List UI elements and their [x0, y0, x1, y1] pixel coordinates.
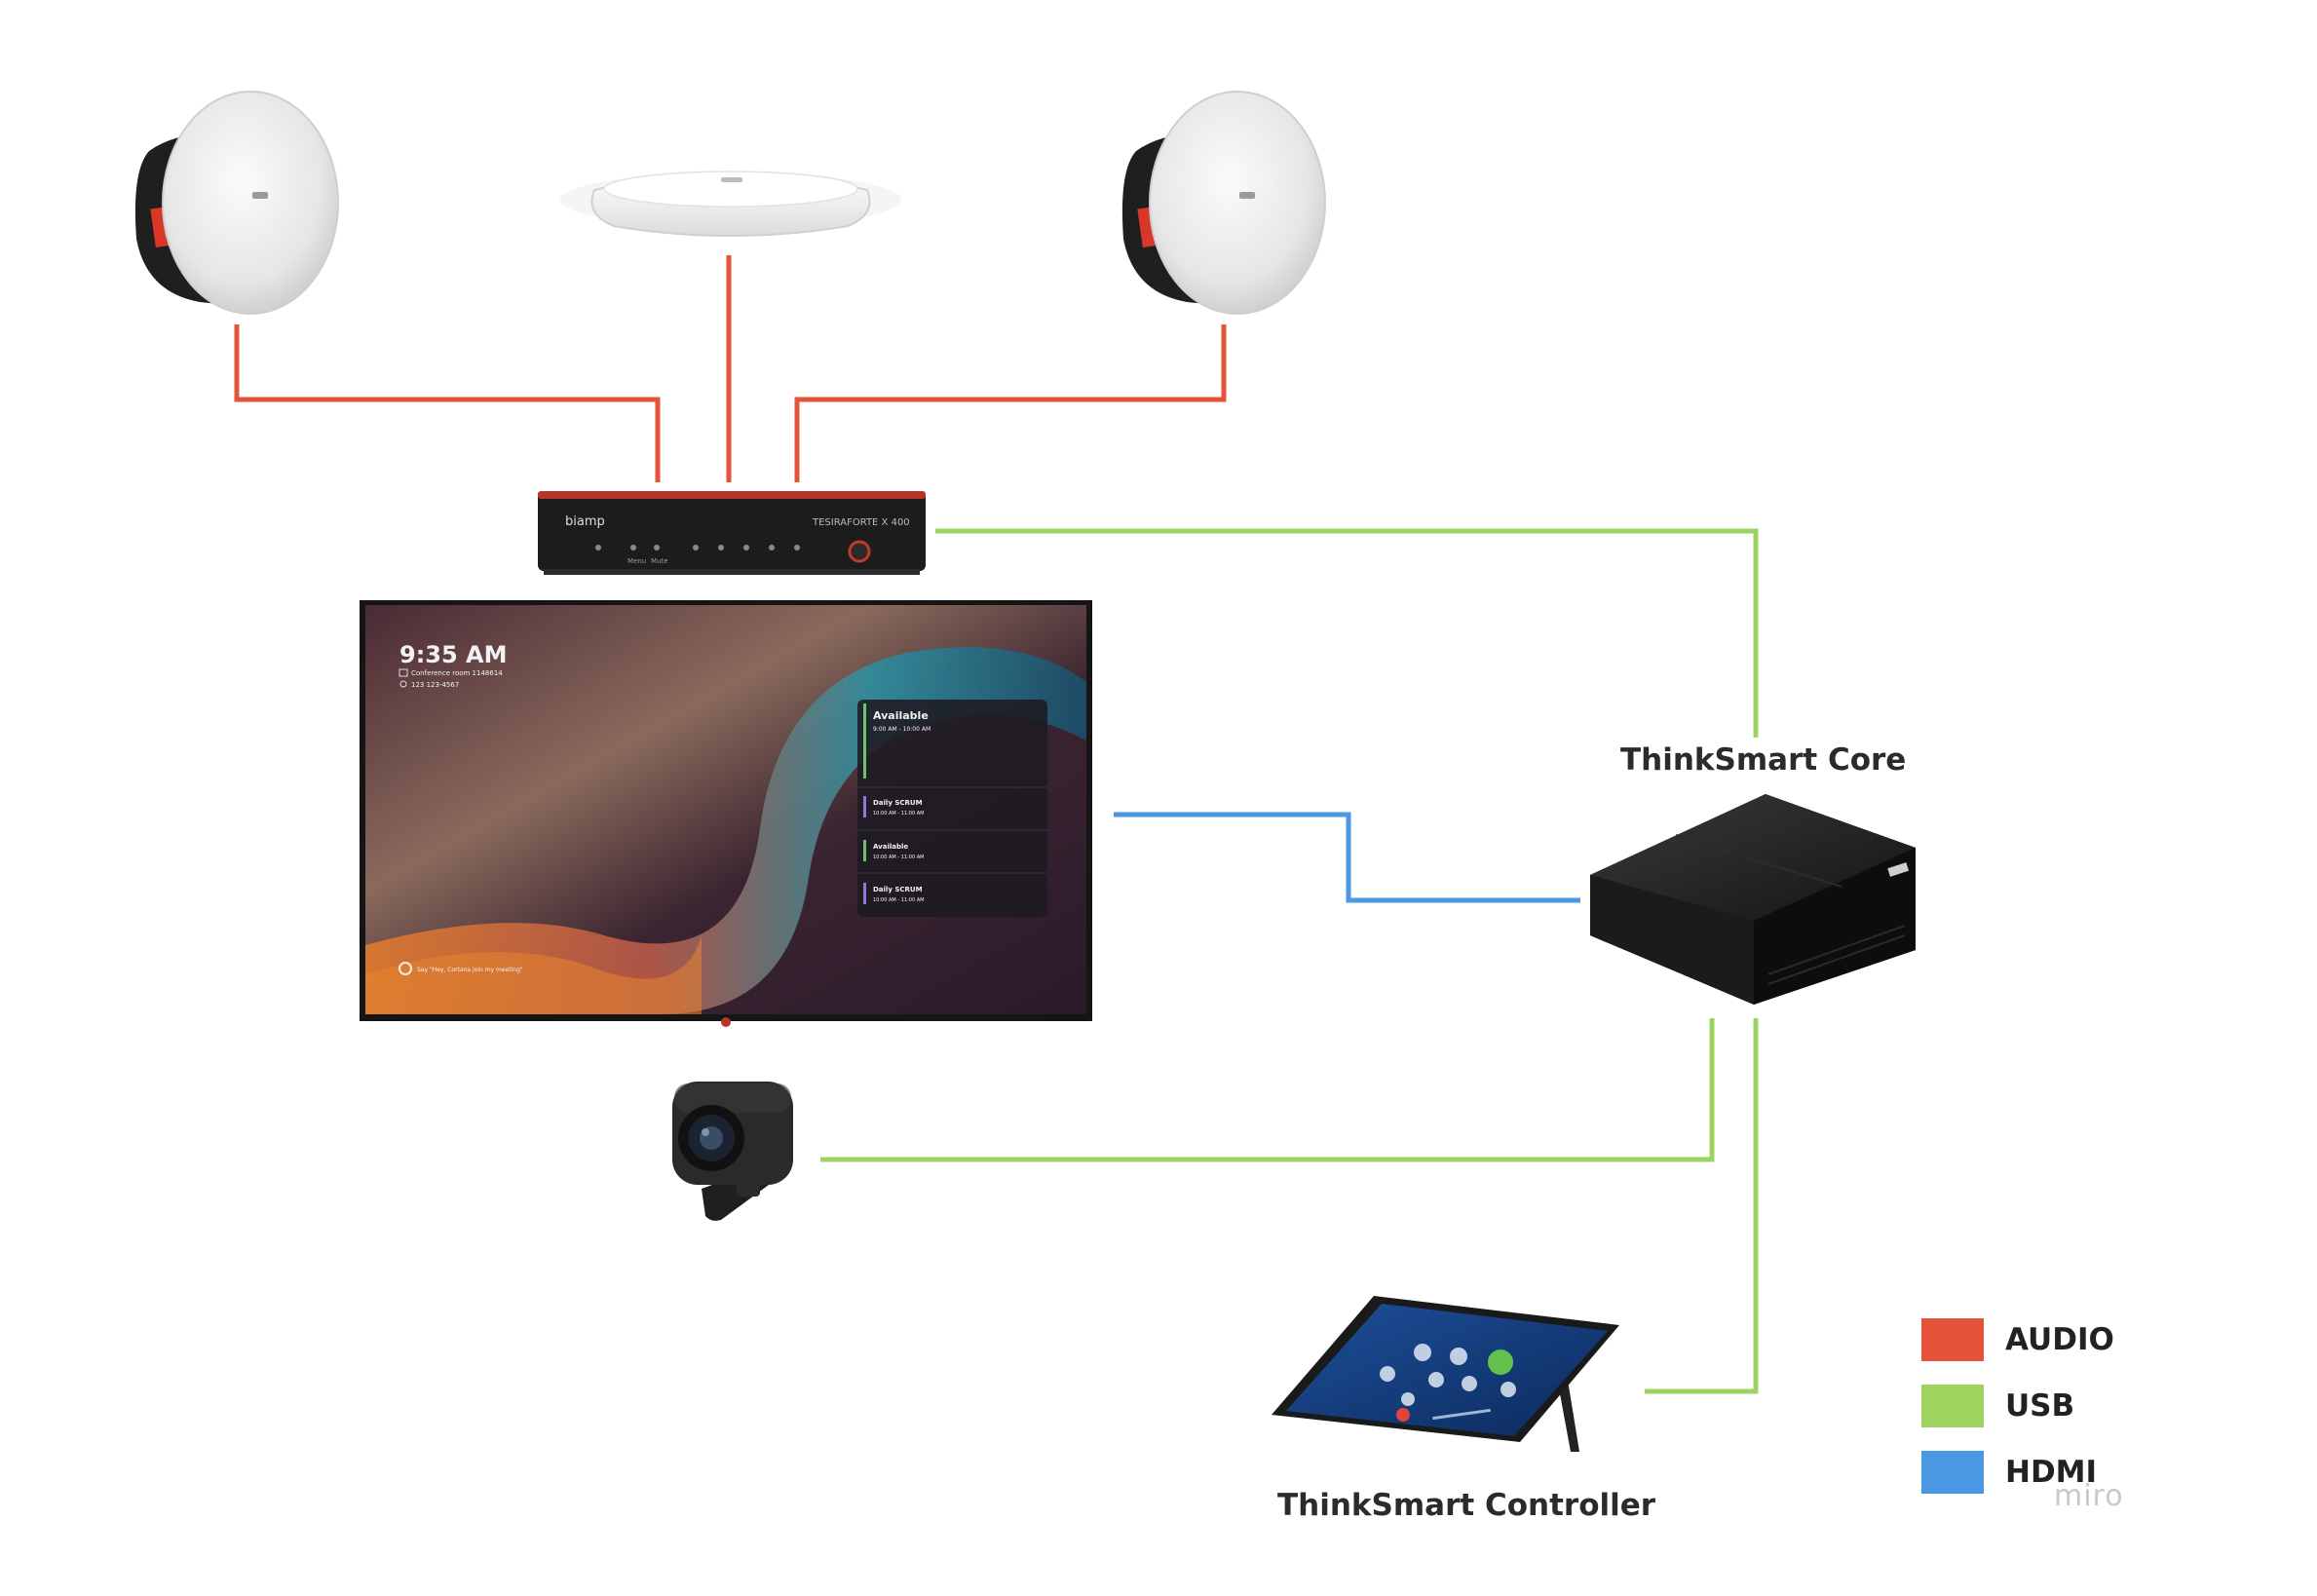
calendar-item-title: Available	[873, 709, 929, 722]
thinksmart-controller-label: ThinkSmart Controller	[1277, 1488, 1656, 1523]
ceiling-speaker-left	[134, 91, 339, 315]
usb-cable-camera-to-core	[820, 1018, 1715, 1162]
thinksmart-controller-device	[1272, 1296, 1619, 1452]
hdmi-cables	[1114, 812, 1580, 903]
amp-button-mute-label: Mute	[651, 557, 668, 565]
usb-cable-amp-to-core	[935, 528, 1759, 738]
ceiling-microphone	[560, 171, 901, 237]
legend-swatch-hdmi	[1921, 1451, 1984, 1494]
calendar-item-time: 10:00 AM - 11:00 AM	[873, 855, 924, 860]
thinksmart-core-device	[1590, 794, 1916, 1005]
calendar-item-time: 10:00 AM - 11:00 AM	[873, 811, 924, 817]
display-phone: 123 123-4567	[411, 681, 459, 689]
calendar-item-title: Daily SCRUM	[873, 799, 923, 807]
usb-cable-controller-to-core	[1645, 1018, 1759, 1394]
webcam	[672, 1082, 793, 1221]
calendar-item-title: Available	[873, 843, 908, 851]
audio-cables	[234, 255, 1227, 482]
thinksmart-core-label: ThinkSmart Core	[1620, 742, 1907, 778]
amp-button-menu-label: Menu	[627, 557, 646, 565]
legend-label-audio: AUDIO	[2005, 1322, 2114, 1357]
hdmi-cable-display-to-core	[1114, 812, 1580, 903]
legend-swatch-audio	[1921, 1318, 1984, 1361]
calendar-panel	[857, 700, 1047, 917]
audio-cable-right-speaker	[794, 324, 1227, 482]
legend	[1921, 1318, 1984, 1494]
ceiling-speaker-right	[1121, 91, 1326, 315]
amp-model-label: TESIRAFORTE X 400	[812, 517, 910, 528]
display-time: 9:35 AM	[399, 641, 508, 668]
room-display: 9:35 AM Conference room 1148614 123 123-…	[360, 600, 1092, 1027]
usb-cables	[820, 528, 1759, 1394]
dsp-amplifier: biamp TESIRAFORTE X 400 Menu Mute	[538, 491, 926, 575]
legend-label-hdmi: HDMI	[2005, 1455, 2098, 1490]
calendar-item-title: Daily SCRUM	[873, 886, 923, 893]
display-voice-hint: Say "Hey, Cortana join my meeting"	[417, 967, 523, 973]
miro-watermark: miro	[2054, 1479, 2124, 1513]
legend-swatch-usb	[1921, 1385, 1984, 1427]
legend-label-usb: USB	[2005, 1388, 2075, 1424]
cortana-icon	[399, 962, 412, 975]
amp-brand-label: biamp	[565, 514, 605, 529]
audio-cable-left-speaker	[234, 324, 661, 482]
display-room-name: Conference room 1148614	[411, 669, 503, 677]
calendar-item-time: 10:00 AM - 11:00 AM	[873, 897, 924, 903]
calendar-item-time: 9:00 AM - 10:00 AM	[873, 726, 931, 733]
